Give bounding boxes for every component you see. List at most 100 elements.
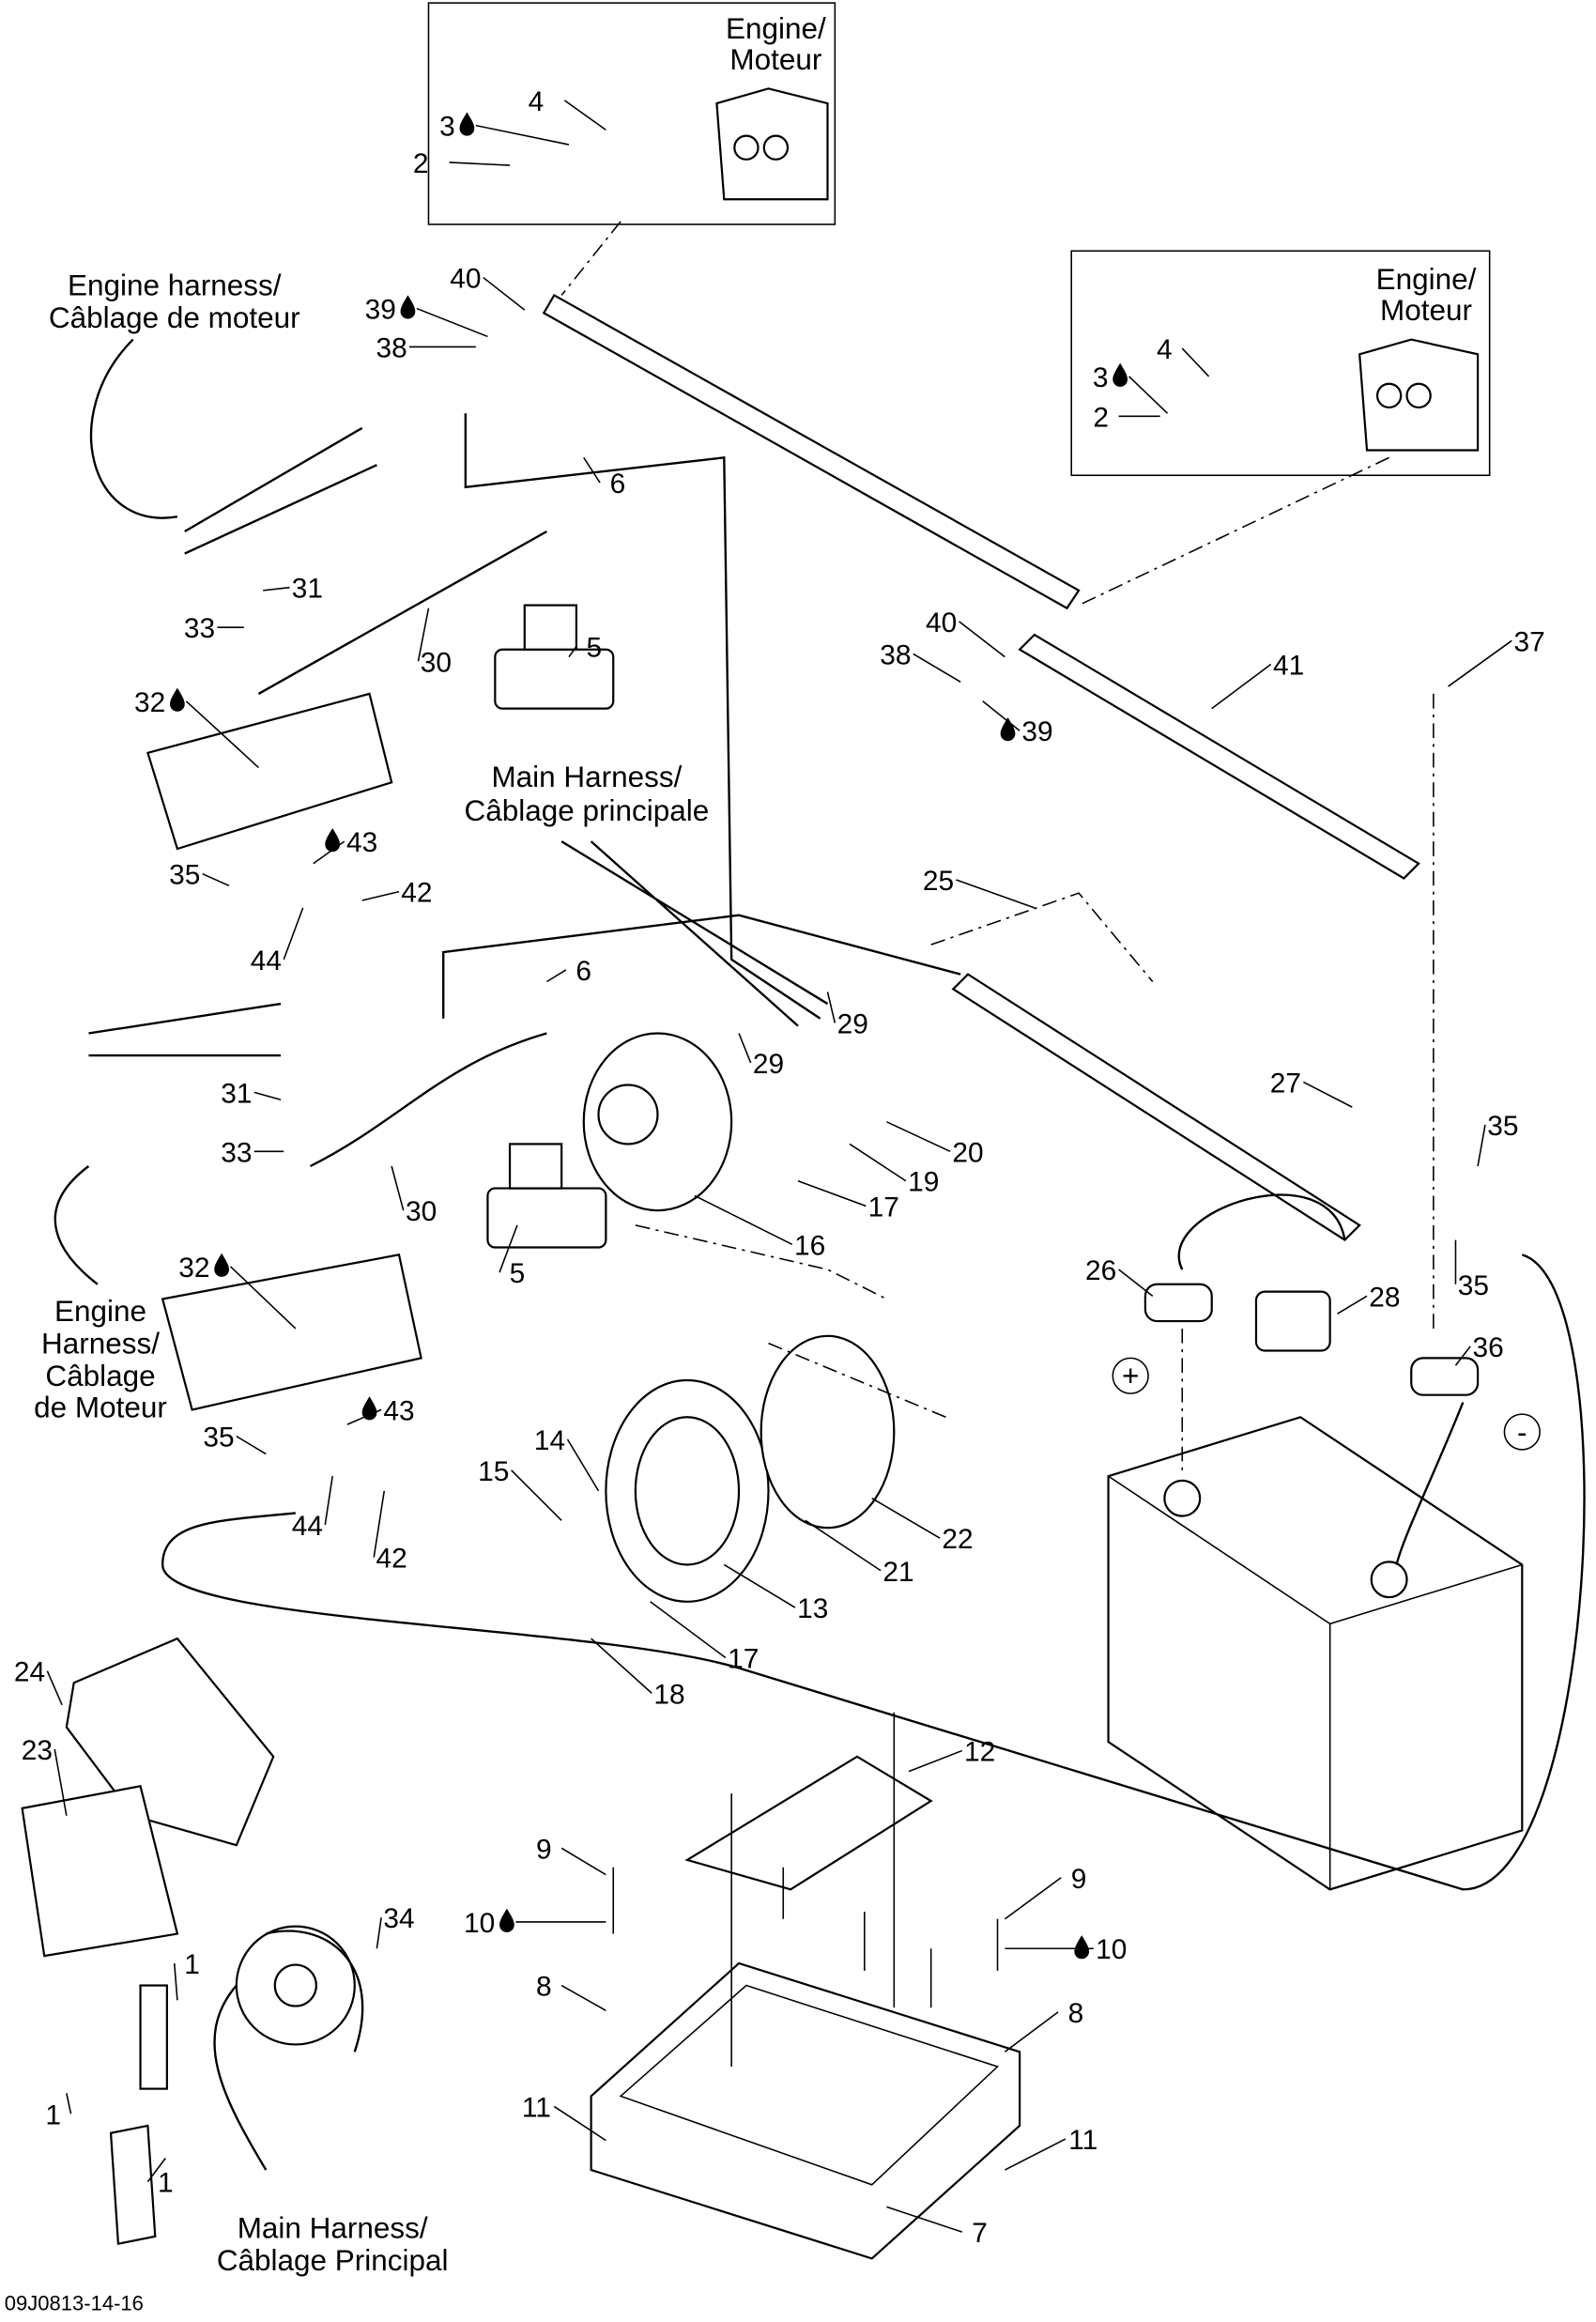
callout-16: 16: [694, 1194, 825, 1261]
callout-34: 34: [376, 1903, 415, 1949]
leader-line: [324, 1476, 333, 1526]
leader-line: [1128, 376, 1169, 414]
callout-number: 29: [753, 1049, 784, 1080]
callout-1: 1: [173, 1949, 200, 2001]
plus-circle-icon: [1112, 1357, 1149, 1394]
callout-41: 41: [1211, 650, 1304, 710]
callout-number: 1: [184, 1949, 200, 1980]
engine-detail-box-2: Engine/ Moteur: [1070, 250, 1491, 477]
callout-10: 10: [1005, 1934, 1127, 1965]
oil-drop-icon: [325, 827, 341, 853]
callout-number: 3: [439, 112, 455, 143]
callout-number: 6: [575, 956, 591, 987]
callout-42: 42: [373, 1490, 407, 1575]
callout-21: 21: [805, 1519, 914, 1588]
callout-35: 35: [203, 1422, 267, 1455]
callout-number: 34: [383, 1903, 414, 1934]
main-harness-label: Main Harness/: [238, 2211, 428, 2244]
leader-line: [1005, 2138, 1067, 2171]
engine-harness-label: Harness/: [41, 1328, 160, 1361]
callout-number: 40: [926, 607, 957, 638]
callout-42: 42: [361, 878, 433, 909]
callout-number: 35: [169, 860, 200, 891]
leader-line: [1477, 1124, 1486, 1167]
main-harness-wire: [560, 840, 829, 1027]
cap-28: [1254, 1290, 1331, 1352]
leader-line: [146, 2158, 166, 2183]
callout-number: 31: [292, 574, 323, 605]
leader-line: [913, 653, 961, 684]
callout-number: 8: [536, 1972, 552, 2003]
starter-bottom: [161, 1253, 422, 1411]
callout-number: 20: [952, 1137, 983, 1168]
callout-40: 40: [450, 264, 526, 311]
leader-line: [416, 307, 488, 338]
callout-number: 25: [923, 866, 954, 897]
bracket-12: [684, 1755, 933, 1891]
engine-harness-label: de Moteur: [34, 1391, 167, 1423]
callout-number: 43: [346, 827, 377, 858]
callout-number: 35: [1487, 1111, 1518, 1142]
callout-5: 5: [499, 1224, 525, 1289]
leader-line: [185, 700, 259, 769]
leader-line: [66, 2093, 72, 2114]
assembly-line: [635, 1224, 887, 1300]
callout-35: 35: [169, 860, 230, 891]
callout-11: 11: [1005, 2125, 1097, 2171]
leader-line: [826, 992, 836, 1023]
leader-line: [694, 1194, 793, 1246]
leader-line: [283, 907, 304, 961]
engine-label-line1: Engine/: [726, 12, 826, 45]
callout-31: 31: [221, 1078, 282, 1109]
plate-23: [21, 1785, 179, 1958]
solenoid-bottom-body: [508, 1143, 563, 1190]
callout-18: 18: [591, 1638, 685, 1710]
callout-44: 44: [292, 1476, 333, 1542]
callout-number: 39: [365, 295, 396, 326]
clamp-36: [1410, 1357, 1480, 1396]
negative-label: -: [1517, 1416, 1527, 1449]
callout-number: 19: [908, 1167, 939, 1198]
callout-9: 9: [1004, 1864, 1087, 1920]
oil-drop-icon: [400, 295, 416, 319]
callout-7: 7: [886, 2206, 988, 2249]
leader-line: [956, 879, 1036, 909]
leader-line: [1448, 639, 1512, 687]
leader-line: [236, 1436, 267, 1455]
leader-line: [483, 276, 526, 311]
callout-number: 29: [837, 1009, 868, 1040]
harness-labels: Engine harness/ Câblage de moteur Main H…: [5, 269, 710, 2314]
solenoid-bottom: [486, 1187, 607, 1249]
callout-40: 40: [926, 607, 1005, 658]
battery-tray: [590, 1961, 1021, 2260]
assembly-line: [560, 221, 622, 296]
oil-drop-icon: [1074, 1935, 1090, 1960]
callout-43: 43: [313, 827, 377, 865]
callout-4: 4: [1157, 334, 1210, 377]
component-16-hub: [597, 1084, 659, 1146]
callout-number: 18: [653, 1679, 684, 1710]
leader-line: [553, 2105, 606, 2142]
callout-23: 23: [22, 1735, 68, 1816]
terminal-cable: [1177, 1193, 1465, 1565]
engine-stud: [733, 134, 760, 161]
engine-stud: [762, 134, 790, 161]
leader-line: [449, 161, 511, 166]
leader-line: [263, 586, 290, 592]
leader-line: [499, 1224, 518, 1273]
detail-frame: [1070, 250, 1491, 477]
cable-30: [257, 530, 547, 695]
callout-number: 44: [251, 946, 282, 976]
callout-36: 36: [1454, 1332, 1504, 1366]
leader-line: [566, 1438, 600, 1492]
callout-22: 22: [871, 1498, 974, 1555]
callout-number: 17: [868, 1192, 899, 1223]
callout-9: 9: [536, 1834, 606, 1876]
callout-20: 20: [886, 1121, 984, 1168]
callout-number: 9: [1071, 1864, 1087, 1895]
engine-label-line2: Moteur: [1380, 294, 1472, 327]
callout-33: 33: [221, 1137, 284, 1168]
callout-number: 39: [1021, 716, 1052, 747]
callout-number: 6: [610, 469, 626, 500]
